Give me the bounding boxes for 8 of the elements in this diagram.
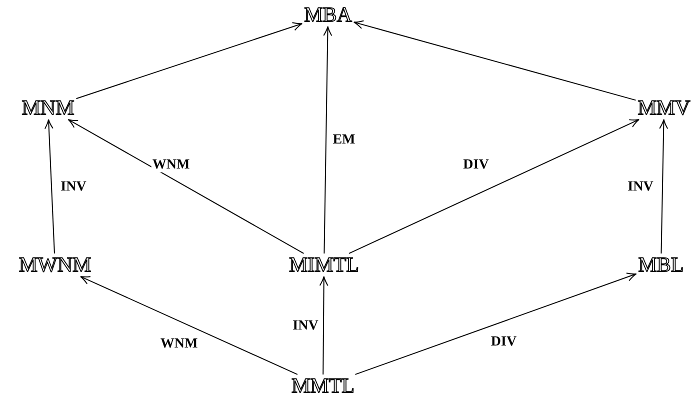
node-label: MNM <box>20 96 76 120</box>
node-label: MBA <box>302 3 354 27</box>
node-label: MWNM <box>16 253 94 277</box>
node-label: MBL <box>636 253 686 277</box>
node-label: MMV <box>636 96 692 120</box>
node-label: MMTL <box>290 374 356 398</box>
node-label: MIMTL <box>287 253 361 277</box>
edge-label: WNM <box>151 156 191 172</box>
